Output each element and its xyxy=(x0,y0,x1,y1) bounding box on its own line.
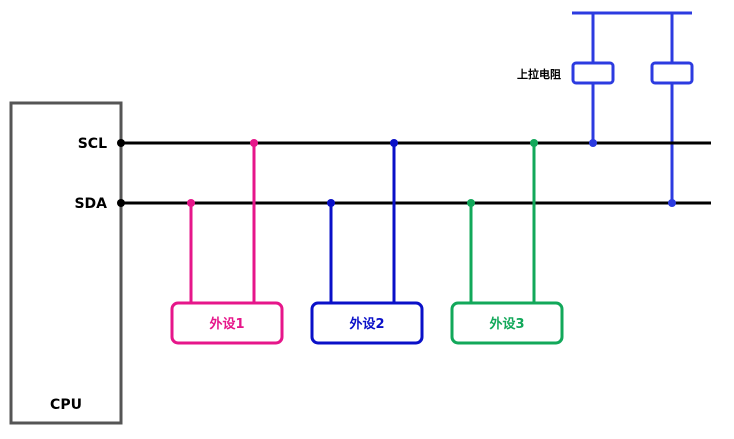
cpu-label: CPU xyxy=(50,397,82,413)
pullup-resistor-scl xyxy=(571,61,615,85)
peripheral-3-sda-junction xyxy=(467,199,475,207)
peripheral-2-scl-junction xyxy=(390,139,398,147)
peripheral-1-box xyxy=(170,301,284,345)
peripheral-3-scl-junction xyxy=(530,139,538,147)
cpu-scl-junction xyxy=(117,139,125,147)
peripheral-2-sda-junction xyxy=(327,199,335,207)
peripheral-1-scl-junction xyxy=(250,139,258,147)
scl-label: SCL xyxy=(78,136,107,152)
peripheral-1-label: 外设1 xyxy=(208,316,244,332)
sda-label: SDA xyxy=(74,196,107,212)
cpu-sda-junction xyxy=(117,199,125,207)
peripheral-2-box xyxy=(310,301,424,345)
peripheral-3-box xyxy=(450,301,564,345)
pullup-sda-junction xyxy=(668,199,676,207)
pullup-scl-junction xyxy=(589,139,597,147)
peripheral-2-label: 外设2 xyxy=(348,316,384,332)
pullup-label: 上拉电阻 xyxy=(517,67,561,81)
peripheral-1-sda-junction xyxy=(187,199,195,207)
peripheral-3-label: 外设3 xyxy=(488,316,524,332)
pullup-resistor-sda xyxy=(650,61,694,85)
cpu-box xyxy=(9,101,123,425)
